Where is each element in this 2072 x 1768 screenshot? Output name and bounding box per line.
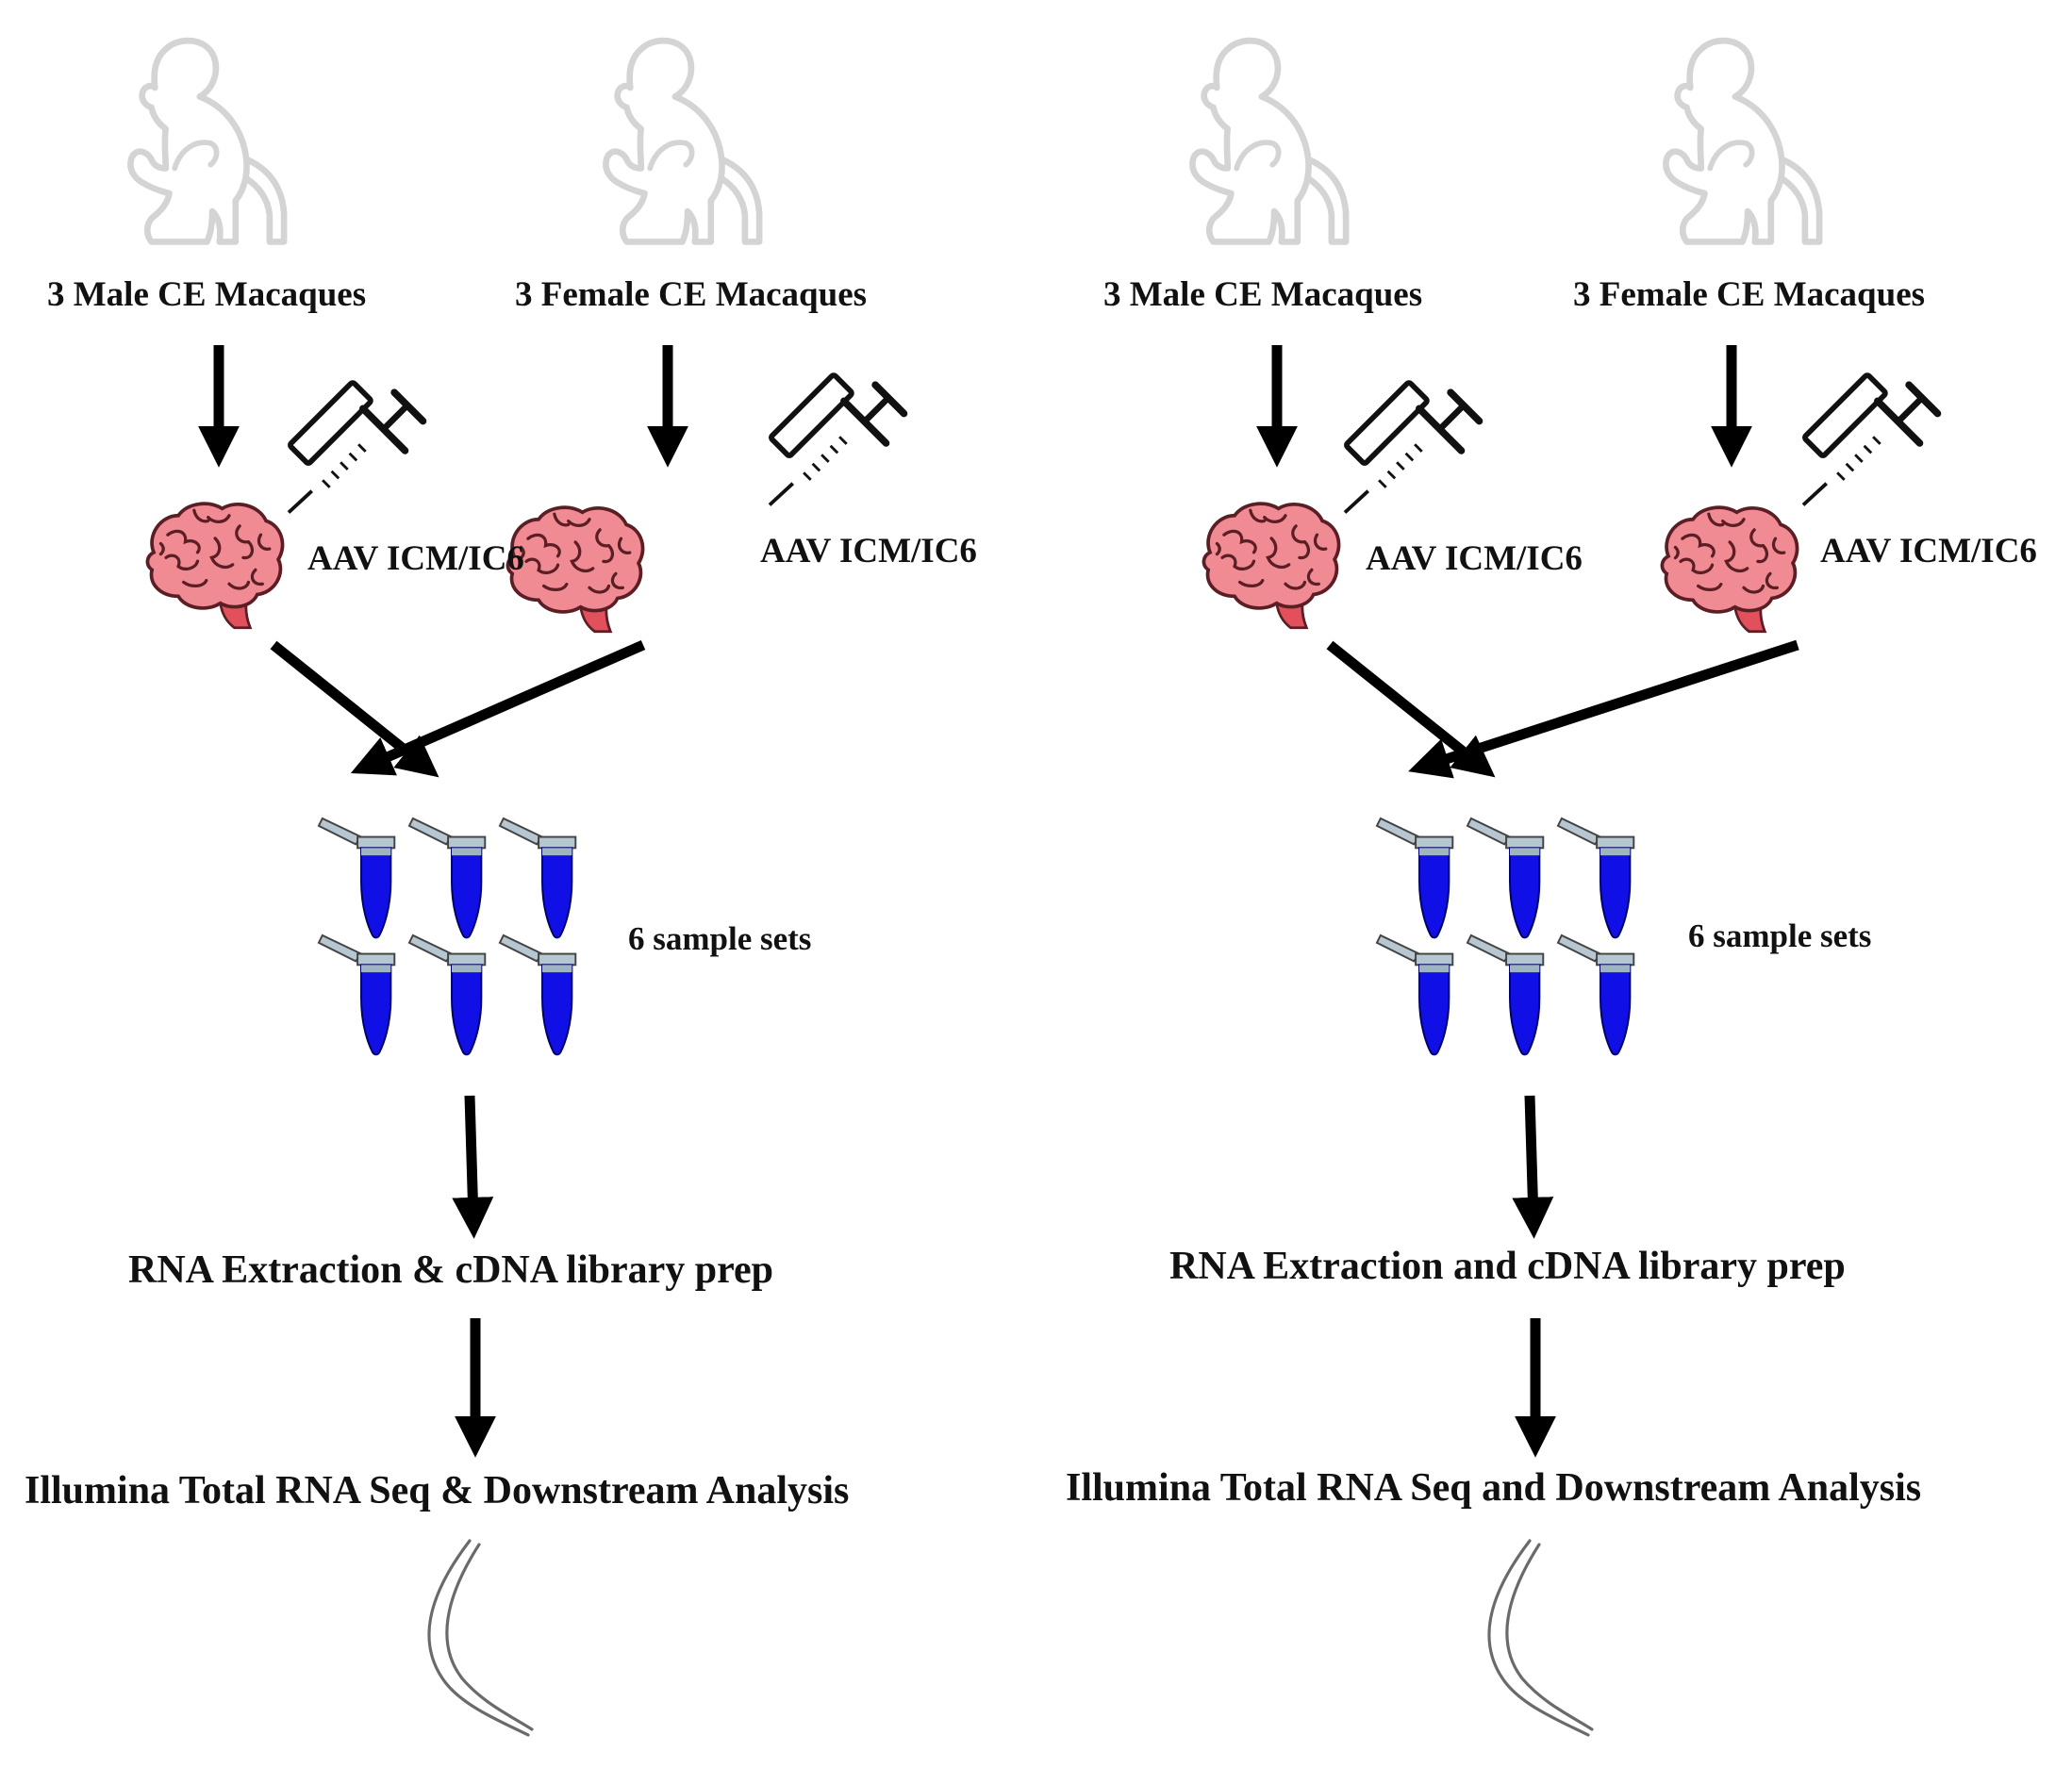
panel2-arrow-converge-1 bbox=[1326, 640, 1496, 778]
panel2-tube-icon-4 bbox=[1375, 934, 1454, 1056]
panel2-group1-label: 3 Male CE Macaques bbox=[1103, 275, 1423, 314]
panel2-step1-label: RNA Extraction and cDNA library prep bbox=[1169, 1245, 1846, 1288]
panel2-tube-icon-6 bbox=[1556, 934, 1635, 1056]
panel1-tube-icon-1 bbox=[317, 817, 396, 939]
panel2-brain-icon-2 bbox=[1660, 505, 1799, 634]
panel1-tube-icon-6 bbox=[498, 934, 577, 1056]
panel2-group2-route-label: AAV ICM/IC6 bbox=[1820, 532, 2037, 570]
panel1-tube-icon-5 bbox=[407, 934, 487, 1056]
panel1-group2-route-label: AAV ICM/IC6 bbox=[760, 532, 977, 570]
panel1-syringe-icon-2 bbox=[770, 374, 904, 505]
panel1-monkey-icon-2 bbox=[605, 41, 759, 241]
panel1-syringe-icon-1 bbox=[289, 382, 423, 513]
panel1-tube-icon-2 bbox=[407, 817, 487, 939]
panel2-group1-route-label: AAV ICM/IC6 bbox=[1366, 539, 1583, 578]
panel1-brain-icon-1 bbox=[145, 502, 285, 630]
panel2-dna-icon bbox=[1487, 1539, 1594, 1737]
panel1-tube-icon-4 bbox=[317, 934, 396, 1056]
panel2-tube-icon-3 bbox=[1556, 817, 1635, 939]
panel1-brain-icon-2 bbox=[506, 505, 645, 634]
panel2-tube-icon-2 bbox=[1466, 817, 1545, 939]
panel2-group2-label: 3 Female CE Macaques bbox=[1573, 275, 1926, 314]
panel2-step2-label: Illumina Total RNA Seq and Downstream An… bbox=[1066, 1466, 1922, 1510]
panel2-monkey-icon-2 bbox=[1666, 41, 1819, 241]
panel2-syringe-icon-1 bbox=[1345, 382, 1480, 513]
panel2-brain-icon-1 bbox=[1202, 502, 1341, 630]
panel1-dna-icon bbox=[427, 1539, 534, 1737]
panel1-monkey-icon-1 bbox=[130, 41, 284, 241]
panel2-samples-label: 6 sample sets bbox=[1688, 917, 1872, 954]
panel2-arrow-to-extraction bbox=[1512, 1095, 1554, 1239]
panel1-tube-icon-3 bbox=[498, 817, 577, 939]
panel1-group2-label: 3 Female CE Macaques bbox=[515, 275, 868, 314]
panel2-arrow-converge-2 bbox=[1408, 639, 1799, 779]
panel1-group1-route-label: AAV ICM/IC6 bbox=[307, 539, 524, 578]
panel1-arrow-converge-1 bbox=[270, 640, 439, 778]
panel1-arrow-converge-2 bbox=[350, 639, 646, 776]
panel2-syringe-icon-2 bbox=[1803, 374, 1938, 505]
panel2-tube-icon-1 bbox=[1375, 817, 1454, 939]
panel1-group1-label: 3 Male CE Macaques bbox=[47, 275, 367, 314]
panel1-step1-label: RNA Extraction & cDNA library prep bbox=[128, 1248, 773, 1292]
panel1-arrow-to-extraction bbox=[452, 1095, 494, 1239]
panel1-samples-label: 6 sample sets bbox=[628, 920, 812, 957]
panel1-step2-label: Illumina Total RNA Seq & Downstream Anal… bbox=[25, 1469, 850, 1512]
panel2-tube-icon-5 bbox=[1466, 934, 1545, 1056]
panel2-monkey-icon-1 bbox=[1192, 41, 1346, 241]
